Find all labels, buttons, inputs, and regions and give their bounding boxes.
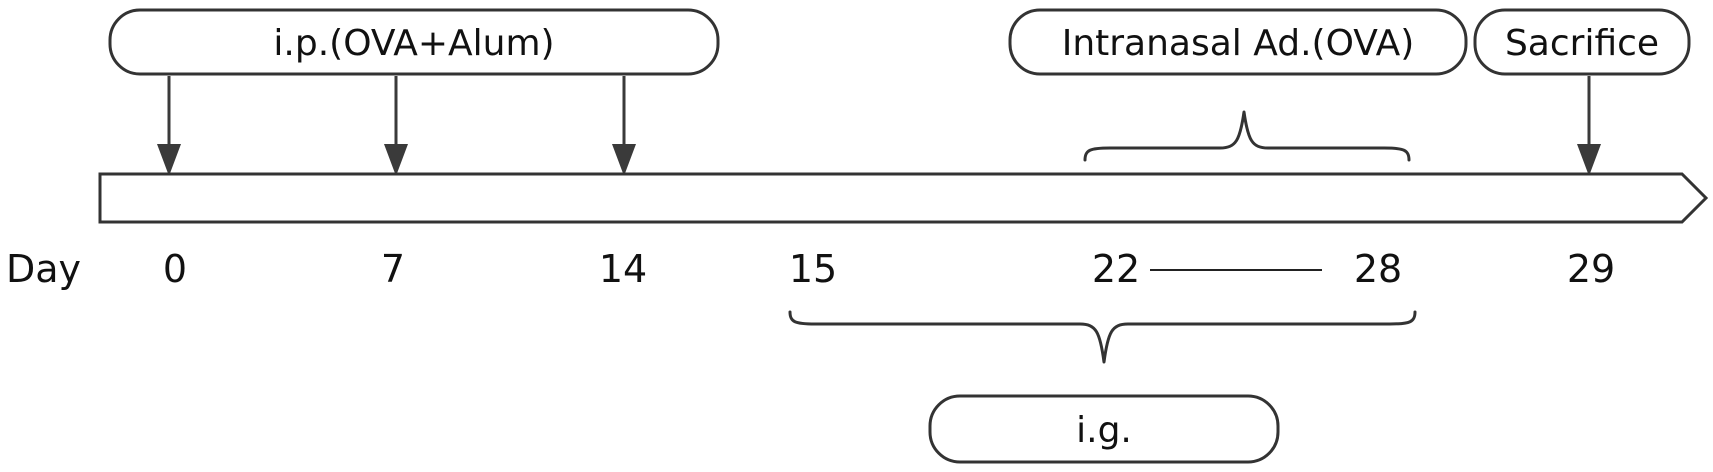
arrow-head-icon xyxy=(1577,144,1601,176)
timeline-bar xyxy=(98,172,1709,224)
intranasal-label: Intranasal Ad.(OVA) xyxy=(1062,23,1415,64)
ip-arrow-day0 xyxy=(157,76,181,176)
ip-box: i.p.(OVA+Alum) xyxy=(108,8,720,76)
ip-arrow-day14 xyxy=(612,76,636,176)
ip-label: i.p.(OVA+Alum) xyxy=(273,23,554,64)
day-tick-22: 22 xyxy=(1092,247,1140,291)
arrow-head-icon xyxy=(157,144,181,176)
day-tick-15: 15 xyxy=(789,247,837,291)
ip-arrow-day7 xyxy=(384,76,408,176)
day-tick-28: 28 xyxy=(1354,247,1402,291)
sacrifice-box: Sacrifice xyxy=(1473,8,1691,76)
sacrifice-label: Sacrifice xyxy=(1505,23,1659,64)
day-tick-7: 7 xyxy=(381,247,405,291)
ig-brace xyxy=(788,310,1417,364)
intranasal-brace xyxy=(1083,110,1411,162)
day-tick-0: 0 xyxy=(163,247,187,291)
intranasal-box: Intranasal Ad.(OVA) xyxy=(1008,8,1468,76)
ig-box: i.g. xyxy=(928,394,1280,464)
arrow-head-icon xyxy=(384,144,408,176)
ig-label: i.g. xyxy=(1076,410,1132,451)
day-axis-label: Day xyxy=(6,247,81,291)
day-tick-29: 29 xyxy=(1567,247,1615,291)
arrow-head-icon xyxy=(612,144,636,176)
day-tick-14: 14 xyxy=(599,247,647,291)
sacrifice-arrow xyxy=(1577,76,1601,176)
